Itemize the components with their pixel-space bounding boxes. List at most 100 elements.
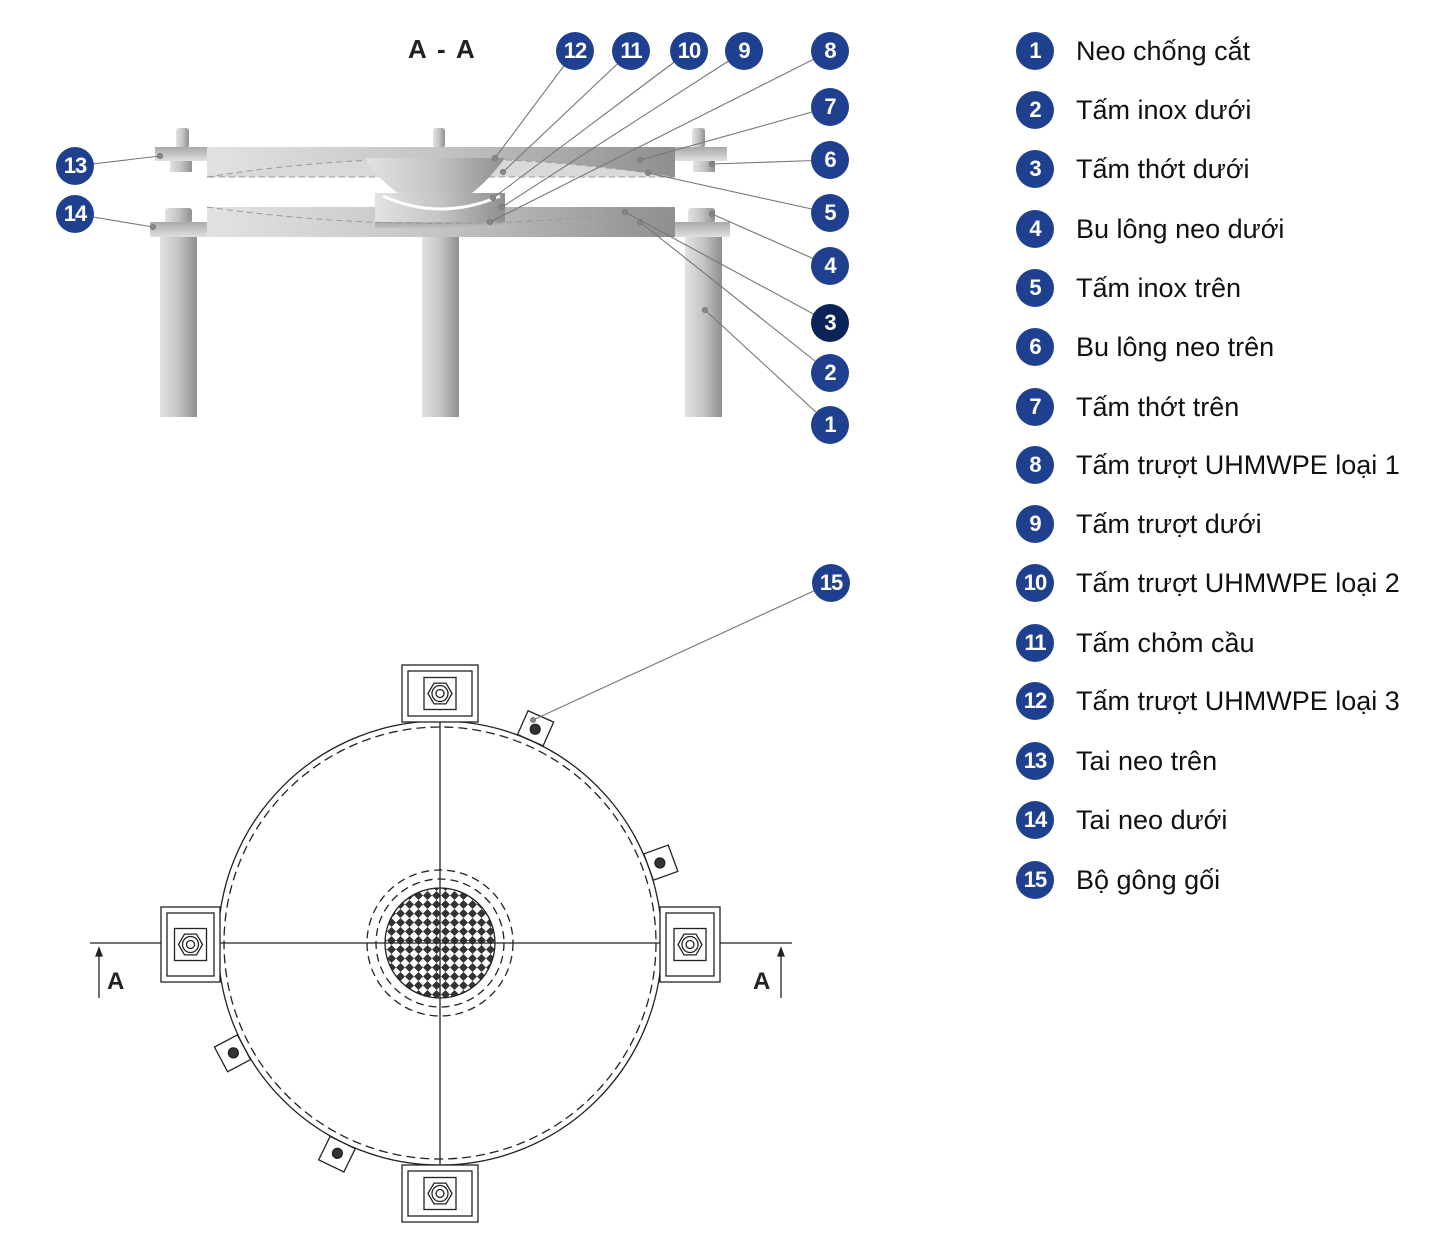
leader-dot bbox=[499, 168, 507, 176]
legend-item: 2 Tấm inox dưới bbox=[1016, 90, 1251, 130]
legend-number-badge: 14 bbox=[1016, 801, 1054, 839]
yoke-clamp bbox=[317, 1135, 357, 1173]
legend-number-badge: 2 bbox=[1016, 91, 1054, 129]
callout-badge-6: 6 bbox=[811, 141, 849, 179]
callout-badge-14: 14 bbox=[56, 195, 94, 233]
legend-number-badge: 9 bbox=[1016, 505, 1054, 543]
legend-item: 14 Tai neo dưới bbox=[1016, 800, 1227, 840]
callout-badge-3: 3 bbox=[811, 304, 849, 342]
legend-label: Tấm thớt trên bbox=[1076, 391, 1240, 422]
legend-label: Tấm inox dưới bbox=[1076, 94, 1252, 125]
lower-plate bbox=[207, 207, 675, 237]
legend-item: 7 Tấm thớt trên bbox=[1016, 387, 1239, 427]
legend-label: Bu lông neo dưới bbox=[1076, 213, 1285, 244]
legend-number-badge: 1 bbox=[1016, 32, 1054, 70]
leader-dot bbox=[701, 306, 709, 314]
legend-label: Tấm chỏm cầu bbox=[1076, 627, 1255, 658]
callout-badge-12: 12 bbox=[556, 32, 594, 70]
leader-line bbox=[492, 50, 690, 199]
callout-badge-7: 7 bbox=[811, 88, 849, 126]
legend-label: Bu lông neo trên bbox=[1076, 331, 1275, 362]
legend-item: 6 Bu lông neo trên bbox=[1016, 327, 1274, 367]
legend-item: 10 Tấm trượt UHMWPE loại 2 bbox=[1016, 563, 1400, 603]
leader-line bbox=[501, 50, 745, 208]
legend-item: 5 Tấm inox trên bbox=[1016, 268, 1241, 308]
legend-number-badge: 7 bbox=[1016, 388, 1054, 426]
leader-dot bbox=[156, 152, 164, 160]
leader-line bbox=[704, 309, 831, 426]
callout-badge-1: 1 bbox=[811, 406, 849, 444]
legend-item: 4 Bu lông neo dưới bbox=[1016, 209, 1284, 249]
callout-badge-8: 8 bbox=[811, 32, 849, 70]
anchor-column bbox=[685, 237, 722, 417]
legend-label: Tấm trượt UHMWPE loại 2 bbox=[1076, 567, 1400, 598]
leader-dot bbox=[529, 716, 537, 724]
callout-badge-13: 13 bbox=[56, 147, 94, 185]
leader-line bbox=[624, 211, 831, 324]
leader-dot bbox=[644, 169, 652, 177]
leader-dot bbox=[621, 208, 629, 216]
legend-label: Tấm inox trên bbox=[1076, 272, 1242, 303]
anchor-column bbox=[160, 237, 197, 417]
callout-badge-11: 11 bbox=[612, 32, 650, 70]
leader-dot bbox=[491, 154, 499, 162]
leader-line bbox=[532, 582, 832, 721]
legend-number-badge: 3 bbox=[1016, 150, 1054, 188]
leader-line bbox=[502, 50, 632, 173]
anchor-ear bbox=[401, 1164, 479, 1223]
legend-label: Tai neo trên bbox=[1076, 745, 1218, 776]
legend-item: 3 Tấm thớt dưới bbox=[1016, 149, 1250, 189]
legend-label: Neo chống cắt bbox=[1076, 35, 1251, 66]
leader-line bbox=[494, 50, 576, 159]
leader-line bbox=[711, 159, 831, 165]
yoke-clamp bbox=[642, 844, 679, 882]
legend-item: 11 Tấm chỏm cầu bbox=[1016, 623, 1255, 663]
leader-line bbox=[639, 106, 831, 161]
legend-number-badge: 13 bbox=[1016, 742, 1054, 780]
plan-view bbox=[90, 664, 792, 1223]
legend-label: Tấm trượt UHMWPE loại 1 bbox=[1076, 449, 1400, 480]
legend-number-badge: 12 bbox=[1016, 682, 1054, 720]
legend-number-badge: 8 bbox=[1016, 446, 1054, 484]
anchor-ear bbox=[659, 906, 721, 983]
callout-badge-9: 9 bbox=[725, 32, 763, 70]
upper-anchor-ear bbox=[675, 147, 727, 161]
leader-dot bbox=[708, 160, 716, 168]
legend-label: Tấm thớt dưới bbox=[1076, 153, 1250, 184]
upper-anchor-ear bbox=[155, 147, 207, 161]
legend-label: Bộ gông gối bbox=[1076, 864, 1221, 895]
anchor-ear bbox=[160, 906, 221, 983]
leader-dot bbox=[489, 194, 497, 202]
leader-dot bbox=[486, 218, 494, 226]
legend-number-badge: 6 bbox=[1016, 328, 1054, 366]
callout-badge-15: 15 bbox=[812, 564, 850, 602]
leader-line bbox=[489, 50, 831, 223]
legend-number-badge: 11 bbox=[1016, 624, 1054, 662]
leader-dot bbox=[498, 203, 506, 211]
leader-dot bbox=[636, 156, 644, 164]
callout-badge-4: 4 bbox=[811, 247, 849, 285]
legend-number-badge: 5 bbox=[1016, 269, 1054, 307]
legend-number-badge: 4 bbox=[1016, 210, 1054, 248]
leader-line bbox=[711, 213, 831, 267]
leader-line bbox=[647, 172, 831, 214]
section-mark-right: A bbox=[753, 968, 771, 995]
yoke-clamp bbox=[213, 1033, 252, 1073]
side-view bbox=[150, 128, 730, 417]
legend-label: Tai neo dưới bbox=[1076, 804, 1228, 835]
legend-item: 13 Tai neo trên bbox=[1016, 741, 1217, 781]
section-mark-left: A bbox=[107, 968, 125, 995]
legend-number-badge: 10 bbox=[1016, 564, 1054, 602]
anchor-ear bbox=[401, 664, 479, 723]
section-title: A - A bbox=[408, 34, 477, 64]
anchor-column bbox=[422, 237, 459, 417]
leader-dot bbox=[708, 210, 716, 218]
legend-item: 8 Tấm trượt UHMWPE loại 1 bbox=[1016, 445, 1400, 485]
leader-dot bbox=[149, 223, 157, 231]
leader-line bbox=[639, 221, 831, 374]
legend-item: 1 Neo chống cắt bbox=[1016, 31, 1250, 71]
callout-badge-2: 2 bbox=[811, 354, 849, 392]
